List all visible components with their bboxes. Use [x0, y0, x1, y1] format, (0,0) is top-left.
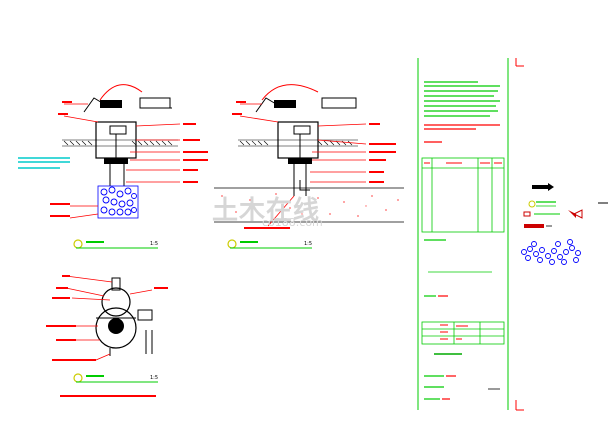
concrete-slab	[214, 187, 404, 223]
legend	[521, 183, 608, 265]
ground-hatch	[62, 139, 178, 147]
view-scale-3: 1:5	[150, 375, 158, 381]
gravel-legend	[521, 239, 581, 265]
detail-view-1: 1:5	[18, 84, 208, 249]
view-scale-1: 1:5	[150, 241, 158, 247]
view-title-1: 1:5	[73, 239, 158, 249]
view-title-3: 1:5	[73, 373, 158, 383]
sheet-corner-marks	[515, 58, 524, 411]
general-notes	[424, 81, 500, 117]
watermark: 土木在线	[212, 196, 321, 226]
revision-table	[421, 157, 505, 233]
info-grid	[421, 321, 505, 345]
detail-view-2: 1:5	[214, 84, 404, 249]
section-marker-icon	[528, 200, 608, 208]
north-arrow-icon	[532, 183, 554, 191]
watermark-url: co188.com	[262, 216, 323, 229]
top-block	[100, 100, 122, 108]
title-block	[417, 58, 509, 410]
view-scale-2: 1:5	[304, 241, 312, 247]
view-title-2: 1:5	[227, 239, 312, 249]
detail-view-3: 1:5	[46, 275, 168, 397]
